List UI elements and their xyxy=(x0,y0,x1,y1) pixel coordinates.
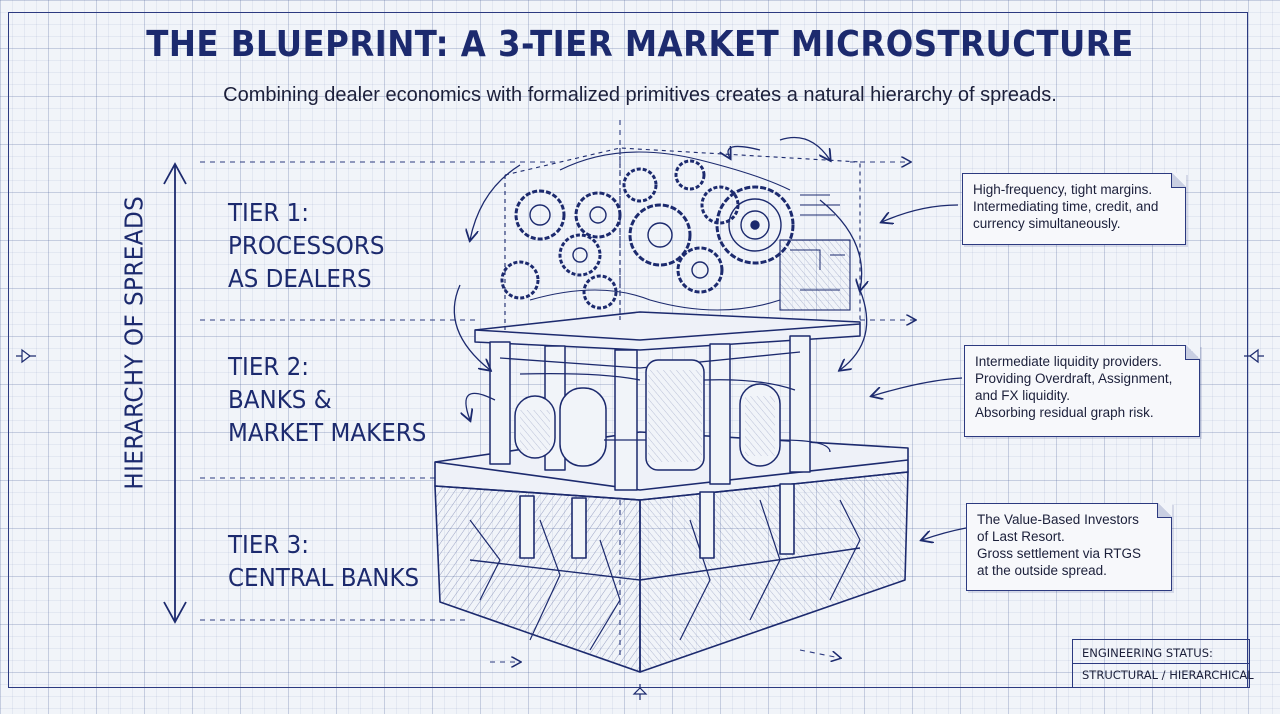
status-divider xyxy=(1073,663,1249,664)
tier-guide-lines xyxy=(200,120,915,662)
tier-2-note-line-1: Intermediate liquidity providers. xyxy=(975,354,1162,369)
note-fold-corner xyxy=(1157,503,1172,518)
note-pointers xyxy=(872,204,967,540)
middle-level xyxy=(474,311,861,491)
tier-2-line-2: BANKS & xyxy=(228,385,332,414)
processor-gears xyxy=(500,147,861,330)
tier-3-line-2: CENTRAL BANKS xyxy=(228,563,420,592)
tier-1-note-line-2: Intermediating time, credit, and xyxy=(973,199,1159,214)
tier-2-label: TIER 2: BANKS & MARKET MAKERS xyxy=(228,350,426,449)
tier-2-line-3: MARKET MAKERS xyxy=(228,418,427,447)
tier-3-note-line-2: of Last Resort. xyxy=(977,529,1065,544)
tier-2-note: Intermediate liquidity providers. Provid… xyxy=(964,345,1200,437)
tier-3-note-line-3: Gross settlement via RTGS xyxy=(977,546,1142,561)
tier-1-line-3: AS DEALERS xyxy=(228,264,372,293)
status-line-1: ENGINEERING STATUS: xyxy=(1082,646,1213,660)
note-fold-corner xyxy=(1185,345,1200,360)
tier-3-line-1: TIER 3: xyxy=(228,530,310,559)
hierarchy-axis-arrow xyxy=(163,162,187,624)
tier-1-note-line-3: currency simultaneously. xyxy=(973,216,1121,231)
tier-3-note-line-1: The Value-Based Investors xyxy=(977,512,1139,527)
tier-3-note-line-4: at the outside spread. xyxy=(977,563,1107,578)
tier-2-line-1: TIER 2: xyxy=(228,352,310,381)
tier-1-note: High-frequency, tight margins. Intermedi… xyxy=(962,173,1186,245)
engineering-status-box: ENGINEERING STATUS: STRUCTURAL / HIERARC… xyxy=(1072,639,1254,688)
tier-3-label: TIER 3: CENTRAL BANKS xyxy=(228,528,419,594)
page-subtitle: Combining dealer economics with formaliz… xyxy=(223,84,1057,106)
tier-1-line-1: TIER 1: xyxy=(228,198,310,227)
tier-2-note-line-2: Providing Overdraft, Assignment, xyxy=(975,371,1173,386)
tier-1-label: TIER 1: PROCESSORS AS DEALERS xyxy=(228,196,384,295)
page-title: THE BLUEPRINT: A 3-TIER MARKET MICROSTRU… xyxy=(146,24,1134,65)
blueprint-frame xyxy=(8,12,1248,688)
note-fold-corner xyxy=(1171,173,1186,188)
status-line-2: STRUCTURAL / HIERARCHICAL xyxy=(1082,668,1254,682)
tier-2-note-line-3: and FX liquidity. xyxy=(975,388,1071,403)
flow-arrows xyxy=(453,136,866,421)
tier-3-note: The Value-Based Investors of Last Resort… xyxy=(966,503,1172,591)
gear-cluster xyxy=(500,159,795,310)
hierarchy-axis-label: HIERARCHY OF SPREADS xyxy=(119,195,149,490)
edge-markers xyxy=(16,348,1264,700)
tier-1-note-line-1: High-frequency, tight margins. xyxy=(973,182,1153,197)
tier-2-note-line-4: Absorbing residual graph risk. xyxy=(975,405,1154,420)
tier-1-line-2: PROCESSORS xyxy=(228,231,385,260)
